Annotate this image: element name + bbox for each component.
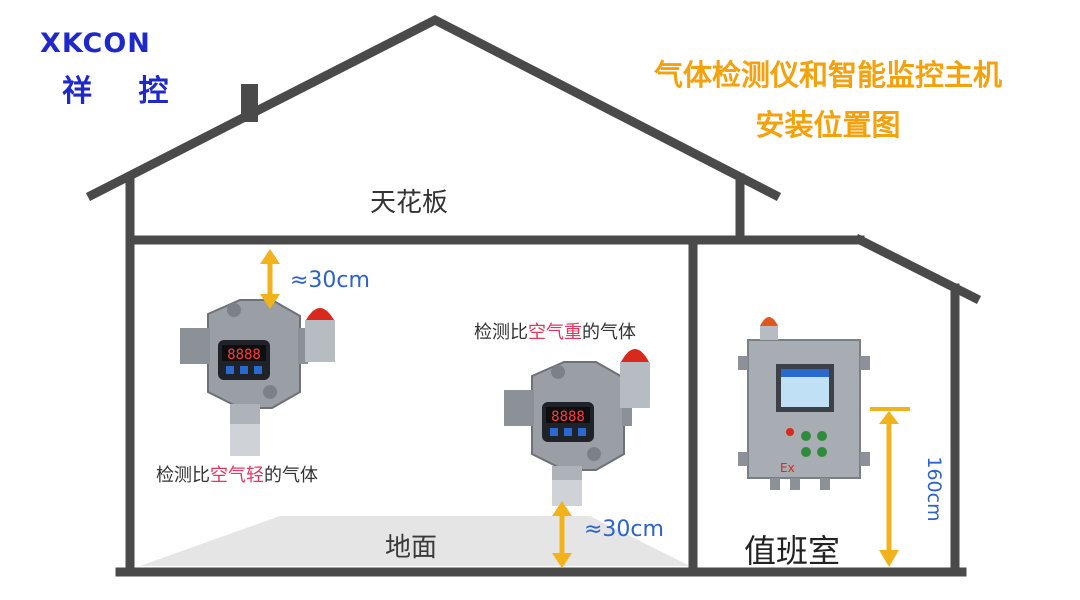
top-gap-dimension: ≈30cm — [290, 268, 370, 293]
gas-detector-low: 8888 — [504, 349, 650, 506]
brand-logo-latin: XKCON — [40, 28, 151, 59]
detector-display-low: 8888 — [551, 409, 585, 425]
heavy-gas-caption: 检测比空气重的气体 — [474, 318, 636, 344]
host-height-dimension: 160cm — [923, 456, 945, 522]
gas-detector-high: 8888 — [180, 299, 335, 456]
floor-label: 地面 — [385, 533, 438, 563]
light-gas-caption: 检测比空气轻的气体 — [156, 461, 318, 487]
light-gas-suffix: 的气体 — [264, 465, 318, 486]
detector-display-high: 8888 — [227, 347, 261, 363]
title-line-1: 气体检测仪和智能监控主机 — [653, 58, 1002, 92]
brand-logo-chinese: 祥 控 — [62, 74, 187, 109]
ex-mark: Ex — [780, 461, 795, 475]
heavy-gas-highlight: 空气重 — [528, 322, 582, 343]
page-title: 气体检测仪和智能监控主机 安装位置图 — [618, 50, 1038, 150]
top-gap-arrow — [260, 249, 280, 309]
duty-room-label: 值班室 — [744, 532, 841, 570]
chimney — [241, 84, 258, 122]
bottom-gap-arrow — [552, 501, 572, 568]
host-height-arrow — [870, 407, 910, 567]
heavy-gas-suffix: 的气体 — [582, 322, 636, 343]
light-gas-prefix: 检测比 — [156, 465, 210, 486]
light-gas-highlight: 空气轻 — [210, 465, 264, 486]
house-frame — [85, 14, 982, 577]
title-line-2: 安装位置图 — [755, 108, 901, 142]
monitoring-host-panel: Ex — [738, 317, 870, 490]
bottom-gap-dimension: ≈30cm — [584, 517, 664, 542]
heavy-gas-prefix: 检测比 — [474, 322, 528, 343]
ceiling-label: 天花板 — [370, 188, 449, 218]
